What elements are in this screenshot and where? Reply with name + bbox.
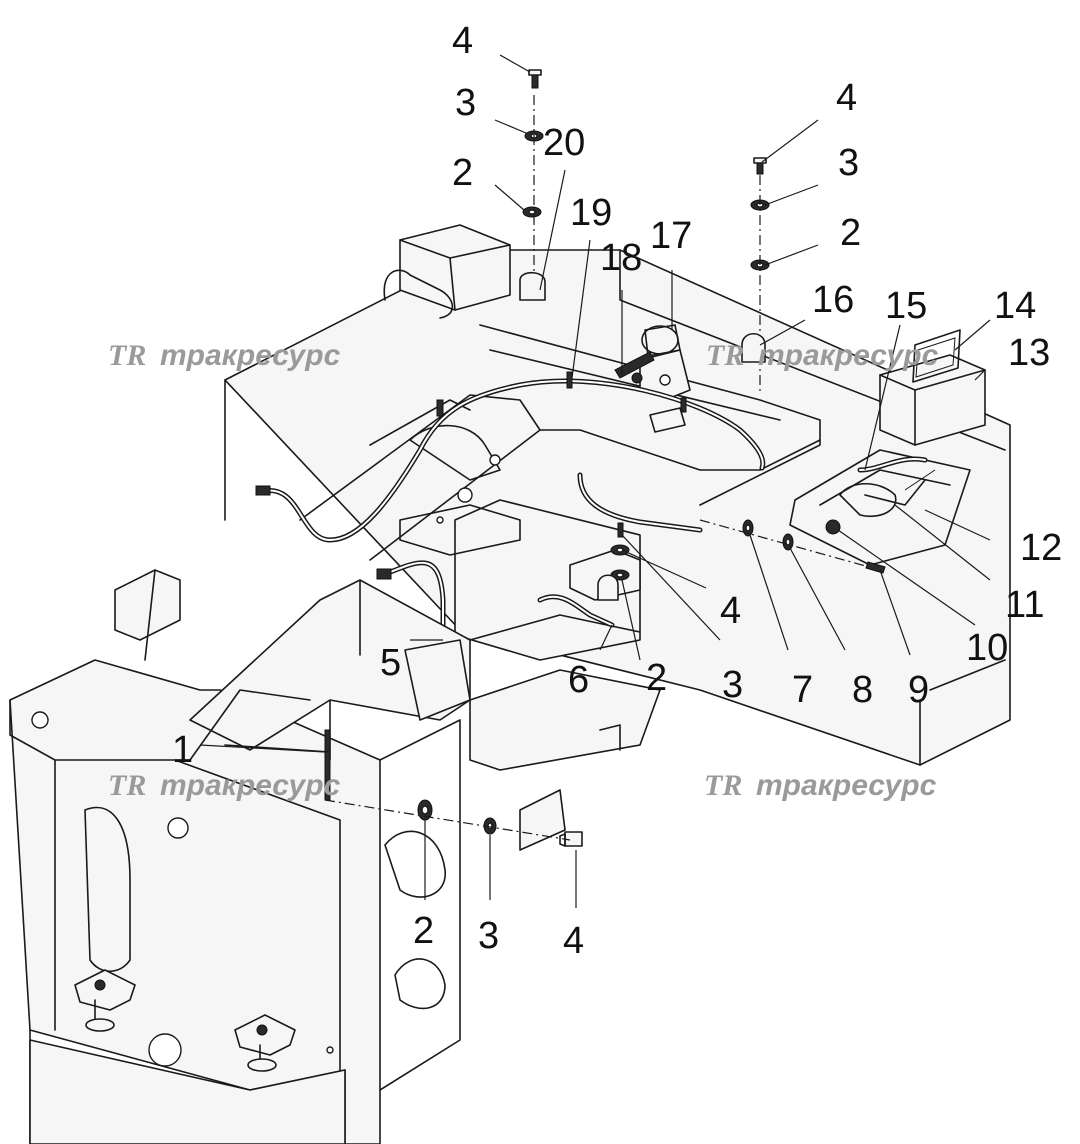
- starter-relay: [614, 324, 681, 384]
- fastener-stack-top-left: [519, 69, 546, 301]
- callout-17: 17: [650, 215, 692, 257]
- callout-4-top-right: 4: [836, 77, 857, 119]
- svg-text:TR: TR: [704, 769, 742, 802]
- callout-9: 9: [908, 669, 929, 711]
- callout-4-bottom: 4: [563, 920, 584, 962]
- callout-15: 15: [885, 285, 927, 327]
- callout-6: 6: [568, 659, 589, 701]
- watermark-3: TR тракресурс: [108, 769, 341, 802]
- battery-tray: [789, 449, 971, 566]
- watermark-1: TR тракресурс: [108, 339, 341, 372]
- svg-text:TR: TR: [108, 769, 146, 802]
- callout-2-top-left: 2: [452, 152, 473, 194]
- callout-8: 8: [852, 669, 873, 711]
- svg-text:тракресурс: тракресурс: [758, 339, 939, 372]
- callout-12: 12: [1020, 527, 1062, 569]
- fastener-stack-middle: [597, 522, 630, 601]
- svg-text:тракресурс: тракресурс: [756, 769, 937, 802]
- callout-4-top-left: 4: [452, 20, 473, 62]
- svg-text:TR: TR: [706, 339, 744, 372]
- fastener-stack-top-right: [741, 157, 770, 395]
- svg-text:тракресурс: тракресурс: [160, 339, 341, 372]
- callout-3-middle: 3: [722, 664, 743, 706]
- frame-members: [114, 569, 661, 851]
- callout-labels: 1 2 3 4 5 6 2 3 4 7 8 9 10 11 12 13 14 1…: [172, 20, 1062, 962]
- callout-11: 11: [1005, 584, 1044, 626]
- callout-5: 5: [380, 642, 401, 684]
- callout-2-top-right: 2: [840, 212, 861, 254]
- callout-13: 13: [1008, 332, 1050, 374]
- cable-5: [376, 560, 446, 651]
- callout-10: 10: [966, 627, 1008, 669]
- callout-2-middle: 2: [646, 657, 667, 699]
- main-harness: [255, 371, 766, 543]
- svg-text:тракресурс: тракресурс: [160, 769, 341, 802]
- watermark-4: TR тракресурс: [704, 769, 937, 802]
- leader-lines: [199, 54, 991, 908]
- cable-6: [537, 472, 703, 628]
- callout-18: 18: [600, 237, 642, 279]
- label-plate: [912, 329, 961, 383]
- callout-3-top-left: 3: [455, 82, 476, 124]
- electrical-box: [879, 354, 986, 446]
- watermark-2: TR тракресурс: [706, 339, 939, 372]
- svg-text:TR: TR: [108, 339, 146, 372]
- callout-3-top-right: 3: [838, 142, 859, 184]
- callout-19: 19: [570, 192, 612, 234]
- callout-16: 16: [812, 279, 854, 321]
- callout-20: 20: [543, 122, 585, 164]
- fastener-stack-bottom: [324, 799, 583, 847]
- top-box-left: [383, 224, 511, 319]
- callout-3-bottom: 3: [478, 915, 499, 957]
- engine-mounts: [74, 969, 296, 1072]
- callout-14: 14: [994, 285, 1036, 327]
- callout-2-bottom: 2: [413, 910, 434, 952]
- callout-4-middle: 4: [720, 590, 741, 632]
- callout-1: 1: [172, 729, 193, 771]
- callout-7: 7: [792, 669, 813, 711]
